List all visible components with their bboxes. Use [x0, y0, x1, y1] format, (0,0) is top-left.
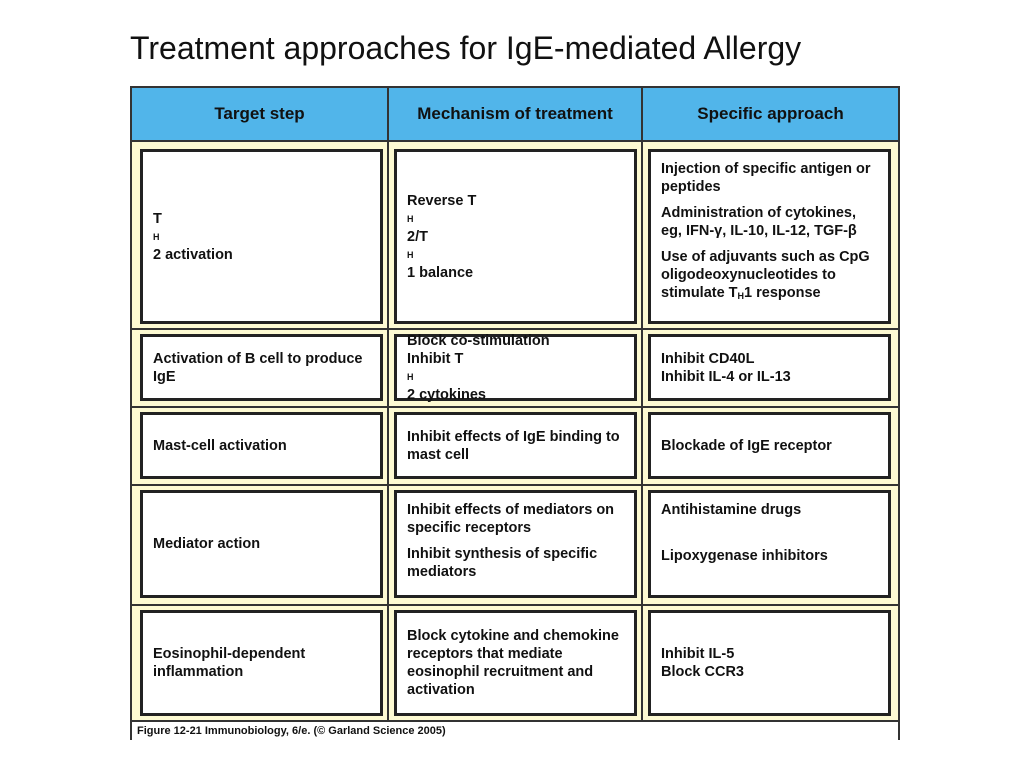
- mechanism-cell-cytokine-receptors: Block cytokine and chemokine receptors t…: [394, 610, 637, 716]
- header-target-step: Target step: [214, 104, 305, 123]
- approach-item: Injection of specific antigen or peptide…: [661, 161, 871, 195]
- header-specific-approach: Specific approach: [697, 104, 844, 123]
- approach-cell-antihistamine: Antihistamine drugs Lipoxygenase inhibit…: [648, 490, 891, 598]
- figure-caption: Figure 12-21 Immunobiology, 6/e. (© Garl…: [132, 720, 898, 740]
- header-mechanism: Mechanism of treatment: [417, 104, 613, 123]
- mechanism-cell-mediators: Inhibit effects of mediators on specific…: [394, 490, 637, 598]
- approach-item: Use of adjuvants such as CpG oligodeoxyn…: [661, 249, 870, 301]
- approach-item: Administration of cytokines, eg, IFN-γ, …: [661, 205, 857, 239]
- approach-cell-th2: Injection of specific antigen or peptide…: [648, 149, 891, 324]
- treatment-table-figure: Target step Mechanism of treatment Speci…: [130, 86, 900, 740]
- target-cell-mediator-action: Mediator action: [140, 490, 383, 598]
- target-cell-mast-cell: Mast-cell activation: [140, 412, 383, 479]
- approach-item: Antihistamine drugs: [661, 502, 802, 518]
- approach-cell-blockade: Blockade of IgE receptor: [648, 412, 891, 479]
- target-cell-eosinophil: Eosinophil-dependent inflammation: [140, 610, 383, 716]
- mechanism-item: Inhibit effects of mediators on specific…: [407, 502, 615, 536]
- mechanism-item: Inhibit synthesis of specific mediators: [407, 546, 598, 580]
- approach-item: Lipoxygenase inhibitors: [661, 548, 828, 564]
- table-header: Target step Mechanism of treatment Speci…: [132, 88, 898, 142]
- mechanism-cell-ige-binding: Inhibit effects of IgE binding to mast c…: [394, 412, 637, 479]
- target-cell-b-cell: Activation of B cell to produce IgE: [140, 334, 383, 401]
- slide-title: Treatment approaches for IgE-mediated Al…: [130, 30, 802, 66]
